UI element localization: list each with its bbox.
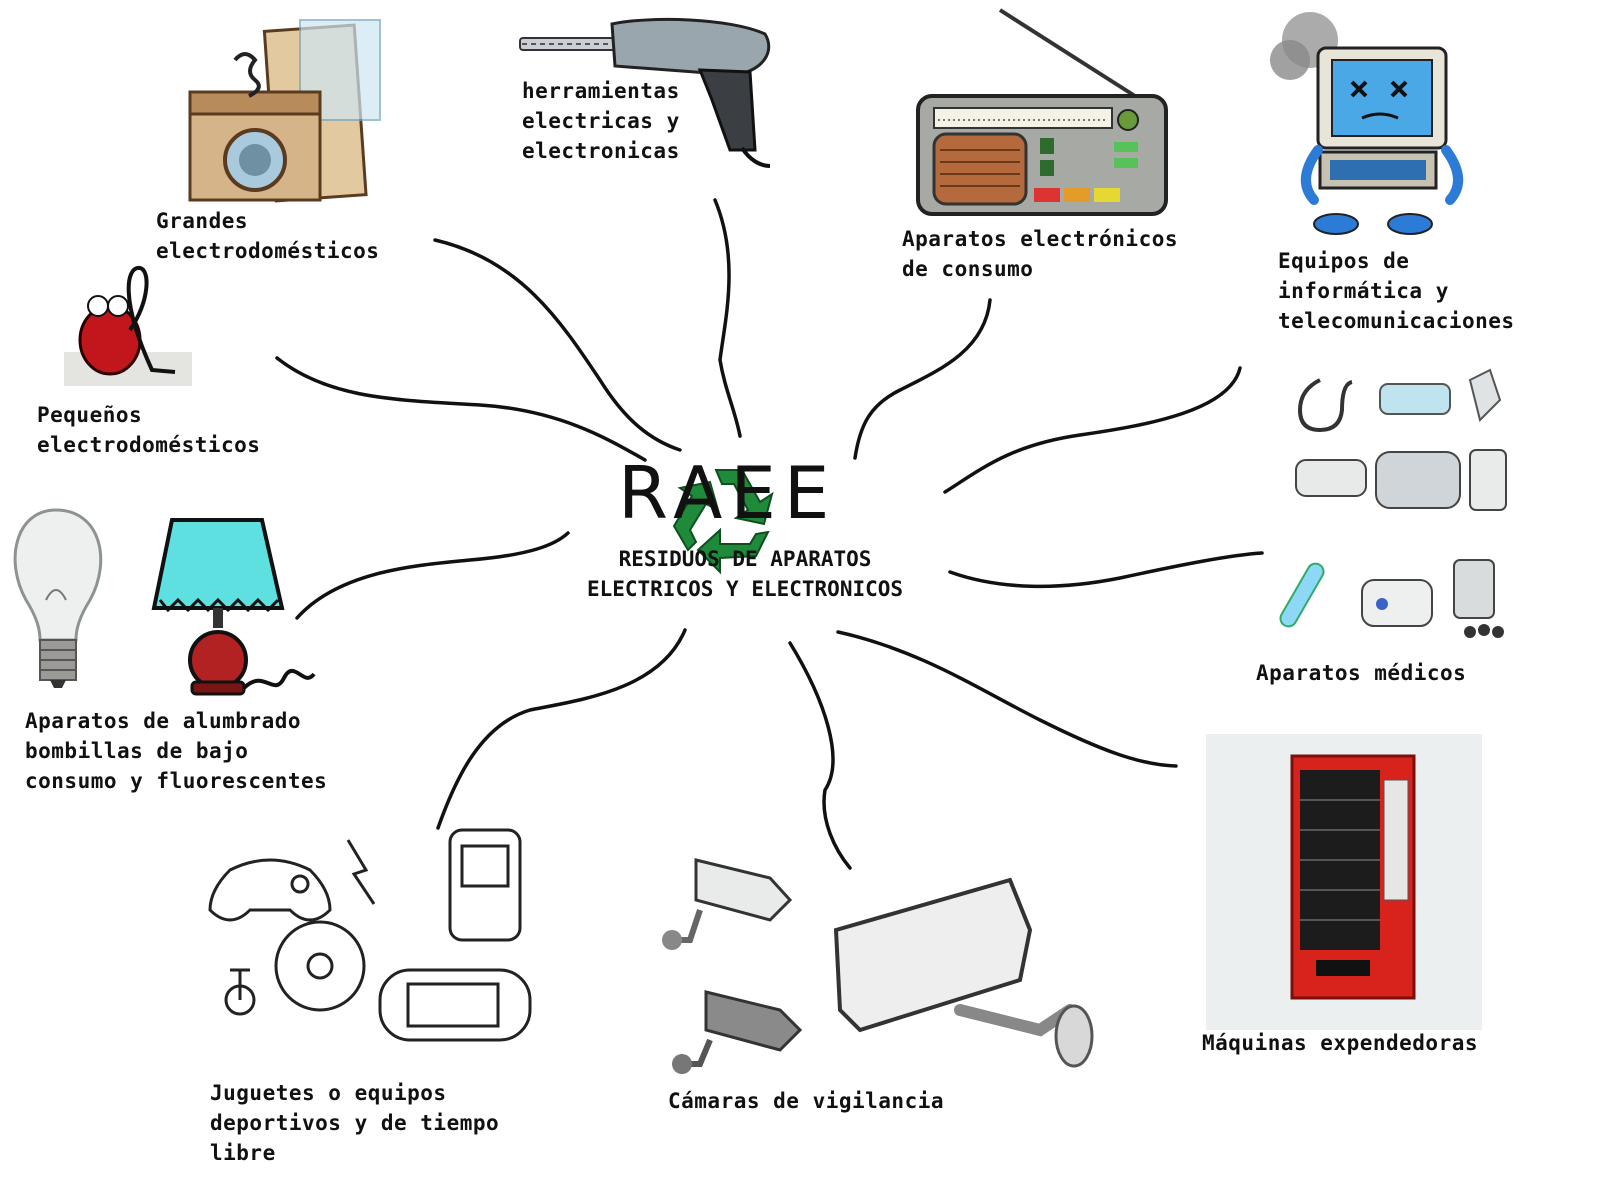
label-pequenos: Pequeños electrodomésticos (37, 403, 261, 457)
computer-icon (1270, 12, 1463, 235)
connector-alumbrado (295, 531, 570, 620)
label-medicos: Aparatos médicos (1256, 661, 1467, 685)
label-alumbrado: Aparatos de alumbrado bombillas de bajo … (25, 709, 328, 793)
radio-icon (916, 8, 1168, 216)
medical-devices-icon (1279, 368, 1507, 638)
connector-juguetes (436, 628, 687, 830)
vacuum-cleaner-icon (64, 266, 192, 386)
label-grandes: Grandes electrodomésticos (156, 209, 380, 263)
page-title: RAEE (618, 451, 838, 535)
label-herramientas: herramientas electricas y electronicas (522, 79, 680, 163)
light-bulb-icon (13, 508, 103, 688)
connector-informatica (943, 366, 1242, 494)
label-juguetes: Juguetes o equipos deportivos y de tiemp… (210, 1081, 500, 1165)
label-informatica: Equipos de informática y telecomunicacio… (1278, 249, 1515, 333)
connector-herramientas (713, 198, 742, 438)
security-camera-icon (662, 858, 1094, 1074)
label-camaras: Cámaras de vigilancia (668, 1089, 945, 1113)
connector-maquinas (836, 630, 1178, 768)
table-lamp-icon (151, 518, 316, 696)
connector-pequenos (275, 356, 647, 462)
vending-machine-icon (1206, 734, 1482, 1030)
label-consumo: Aparatos electrónicos de consumo (902, 227, 1179, 281)
connector-consumo (853, 298, 992, 460)
connectors (275, 198, 1264, 870)
connector-camaras (788, 641, 852, 870)
drill-icon (519, 17, 771, 168)
toys-games-icon (208, 828, 532, 1042)
recycle-icon (672, 469, 774, 575)
connector-medicos (948, 551, 1264, 589)
center-subtitle: RESIDUOS DE APARATOS ELECTRICOS Y ELECTR… (586, 547, 904, 601)
washing-machine-icon (188, 19, 381, 203)
connector-grandes (433, 238, 682, 452)
label-maquinas: Máquinas expendedoras (1202, 1031, 1479, 1055)
